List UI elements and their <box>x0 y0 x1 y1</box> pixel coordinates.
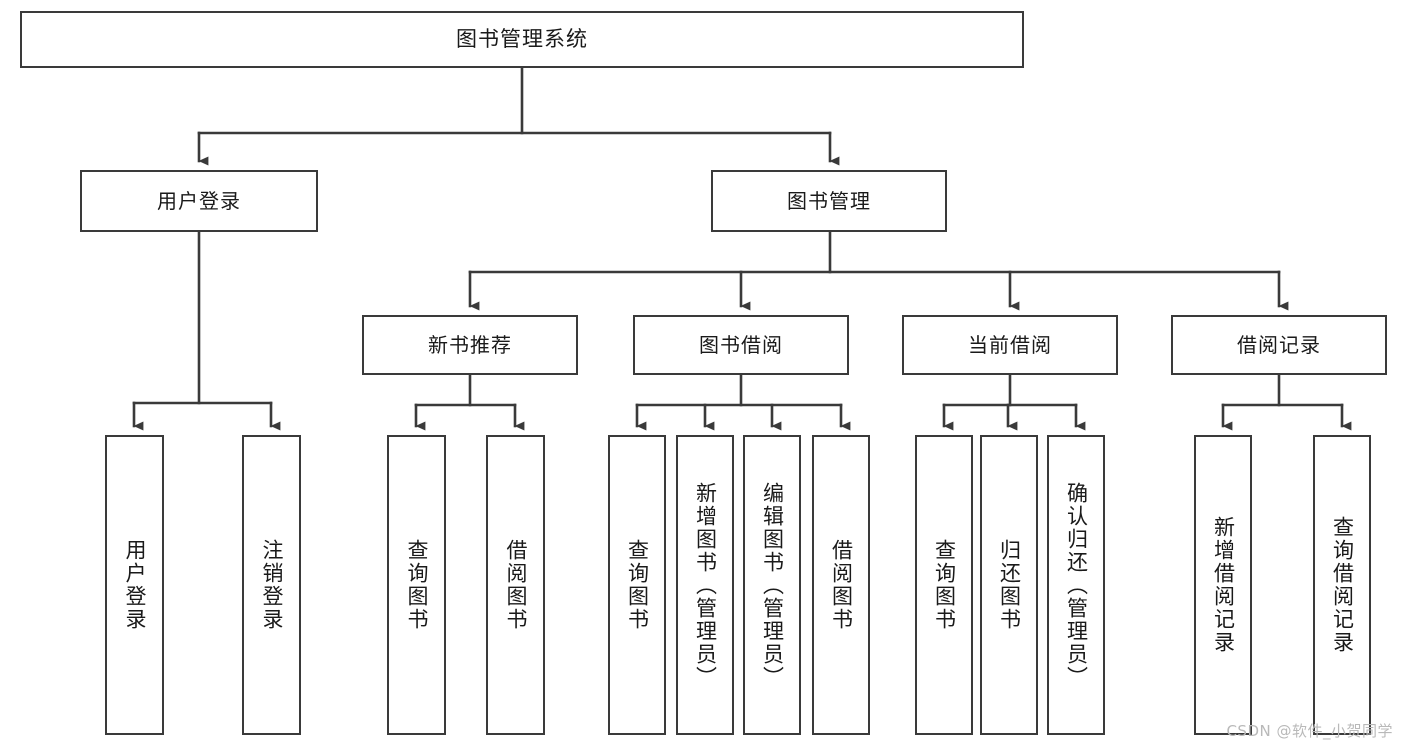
leaf-borrow-query-book[interactable]: 查询图书 <box>608 435 666 735</box>
node-label: 查询图书 <box>405 539 430 631</box>
node-book-borrow[interactable]: 图书借阅 <box>633 315 849 375</box>
node-label: 查询借阅记录 <box>1330 516 1355 654</box>
node-label: 注销登录 <box>260 539 285 631</box>
node-borrow-records[interactable]: 借阅记录 <box>1171 315 1387 375</box>
node-label: 用户登录 <box>157 188 241 213</box>
leaf-user-login-logout[interactable]: 注销登录 <box>242 435 301 735</box>
node-label: 新增图书（管理员） <box>693 481 718 689</box>
leaf-records-query-record[interactable]: 查询借阅记录 <box>1313 435 1371 735</box>
node-label: 借阅图书 <box>829 539 854 631</box>
leaf-current-query-book[interactable]: 查询图书 <box>915 435 973 735</box>
leaf-new-book-borrow[interactable]: 借阅图书 <box>486 435 545 735</box>
leaf-borrow-edit-book-admin[interactable]: 编辑图书（管理员） <box>743 435 801 735</box>
node-label: 确认归还（管理员） <box>1064 481 1089 689</box>
node-label: 借阅记录 <box>1237 332 1321 357</box>
leaf-user-login-login[interactable]: 用户登录 <box>105 435 164 735</box>
node-label: 借阅图书 <box>504 539 529 631</box>
node-book-management[interactable]: 图书管理 <box>711 170 947 232</box>
node-root-system[interactable]: 图书管理系统 <box>20 11 1024 68</box>
node-label: 用户登录 <box>123 539 148 631</box>
leaf-borrow-add-book-admin[interactable]: 新增图书（管理员） <box>676 435 734 735</box>
node-label: 新增借阅记录 <box>1211 516 1236 654</box>
node-label: 图书管理系统 <box>456 27 588 52</box>
node-label: 归还图书 <box>997 539 1022 631</box>
node-label: 查询图书 <box>932 539 957 631</box>
leaf-current-confirm-return-admin[interactable]: 确认归还（管理员） <box>1047 435 1105 735</box>
node-label: 查询图书 <box>625 539 650 631</box>
node-current-borrow[interactable]: 当前借阅 <box>902 315 1118 375</box>
node-label: 图书借阅 <box>699 332 783 357</box>
node-label: 图书管理 <box>787 188 871 213</box>
node-new-book-recommend[interactable]: 新书推荐 <box>362 315 578 375</box>
node-label: 当前借阅 <box>968 332 1052 357</box>
node-label: 编辑图书（管理员） <box>760 481 785 689</box>
leaf-current-return-book[interactable]: 归还图书 <box>980 435 1038 735</box>
leaf-records-add-record[interactable]: 新增借阅记录 <box>1194 435 1252 735</box>
leaf-new-book-query[interactable]: 查询图书 <box>387 435 446 735</box>
node-label: 新书推荐 <box>428 332 512 357</box>
leaf-borrow-borrow-book[interactable]: 借阅图书 <box>812 435 870 735</box>
node-user-login[interactable]: 用户登录 <box>80 170 318 232</box>
